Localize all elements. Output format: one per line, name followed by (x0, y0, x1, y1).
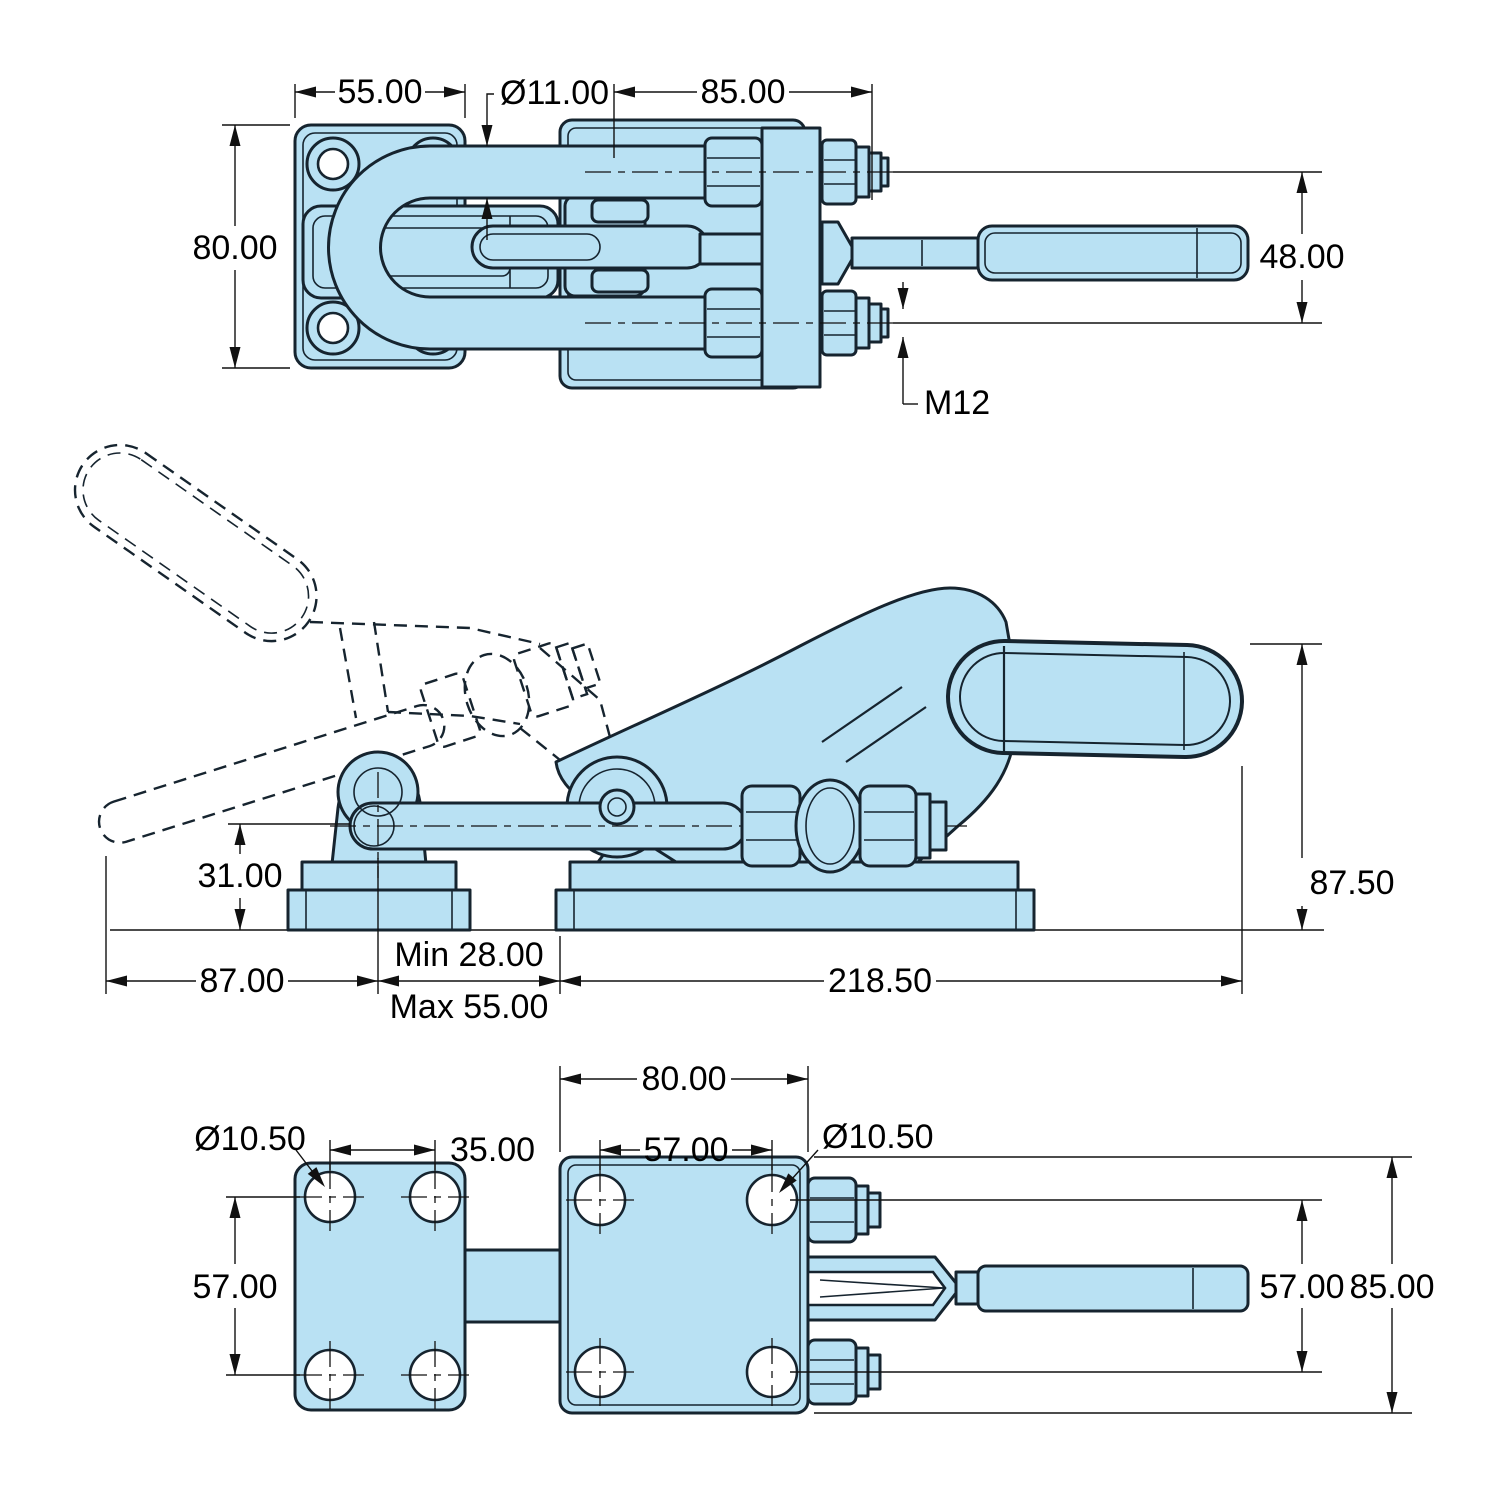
dim-label: 80.00 (641, 1060, 726, 1098)
phantom-swivel (419, 641, 603, 748)
arm-detail-line (845, 706, 927, 763)
dim-label: 80.00 (192, 229, 277, 267)
latch-rod (348, 801, 748, 851)
side-view: 87.50 31.00 87.00 Min 28.00 Max 55.00 21… (73, 443, 1395, 1026)
dim-plate-height: 80.00 (192, 124, 290, 369)
handle-rod-bottom (976, 1264, 1250, 1313)
dim-rod-diameter: Ø11.00 (481, 74, 609, 240)
dim-body-width: 80.00 (559, 1060, 809, 1152)
dim-label: 85.00 (700, 73, 785, 111)
dim-label: 57.00 (643, 1131, 728, 1169)
hook-and-handle-bottom (806, 1255, 1250, 1322)
bottom-view: 80.00 57.00 35.00 Ø10.50 Ø10.50 57.00 57… (192, 1060, 1435, 1415)
dim-plate-hole-spacing-y: 57.00 (192, 1196, 300, 1376)
dim-label: 55.00 (337, 73, 422, 111)
hook-bar (470, 224, 710, 270)
dim-pivot-height: 31.00 (197, 823, 350, 930)
stud-nuts-bottom (806, 1176, 882, 1406)
dim-horizontal-row: 87.00 Min 28.00 Max 55.00 218.50 (105, 766, 1243, 1026)
dim-label: Ø10.50 (194, 1120, 306, 1158)
dim-body-hole-spacing-y: 57.00 (790, 1199, 1345, 1373)
dim-overall-width: 85.00 (814, 1156, 1435, 1414)
top-view: 55.00 Ø11.00 85.00 80.00 48.00 M12 (192, 73, 1344, 422)
dim-label: 35.00 (450, 1131, 535, 1169)
dim-label: 57.00 (192, 1268, 277, 1306)
spindle-cone (820, 220, 856, 286)
dim-label: 87.00 (199, 962, 284, 1000)
open-position-phantom (73, 443, 616, 844)
dim-label: 31.00 (197, 857, 282, 895)
dim-plate-width: 55.00 (294, 73, 466, 118)
dim-label: 85.00 (1349, 1268, 1434, 1306)
dim-label: Max 55.00 (390, 988, 549, 1026)
dim-label: Min 28.00 (394, 936, 543, 974)
dim-thread-callout: M12 (897, 282, 990, 422)
dim-body-hole-spacing-x: 57.00 (599, 1131, 773, 1170)
dim-label: M12 (924, 384, 990, 422)
dim-label: Ø11.00 (500, 74, 609, 112)
arm-detail-line (821, 686, 903, 743)
handle-grip-side (946, 639, 1244, 759)
dim-label: Ø10.50 (822, 1118, 934, 1156)
dim-label: 48.00 (1259, 238, 1344, 276)
dim-label: 87.50 (1309, 864, 1394, 902)
dim-plate-hole-spacing-x: 35.00 (329, 1131, 535, 1170)
u-bolt (327, 144, 707, 351)
dim-body-hole-diameter: Ø10.50 (774, 1118, 934, 1197)
link-bar (463, 1248, 564, 1324)
dim-rod-spacing: 48.00 (893, 171, 1345, 324)
handle-spindle (850, 236, 980, 270)
dim-label: 57.00 (1259, 1268, 1344, 1306)
clamp-arm-top (760, 126, 822, 389)
plate-holes-bottom (296, 1163, 469, 1409)
dim-label: 218.50 (828, 962, 932, 1000)
dim-plate-hole-diameter: Ø10.50 (194, 1120, 330, 1191)
dim-overall-height: 87.50 (1250, 643, 1395, 930)
handle-grip-top (976, 224, 1250, 282)
dim-body-length: 85.00 (613, 73, 873, 200)
pivot-pin (598, 788, 636, 826)
hex-adjuster (740, 778, 948, 874)
